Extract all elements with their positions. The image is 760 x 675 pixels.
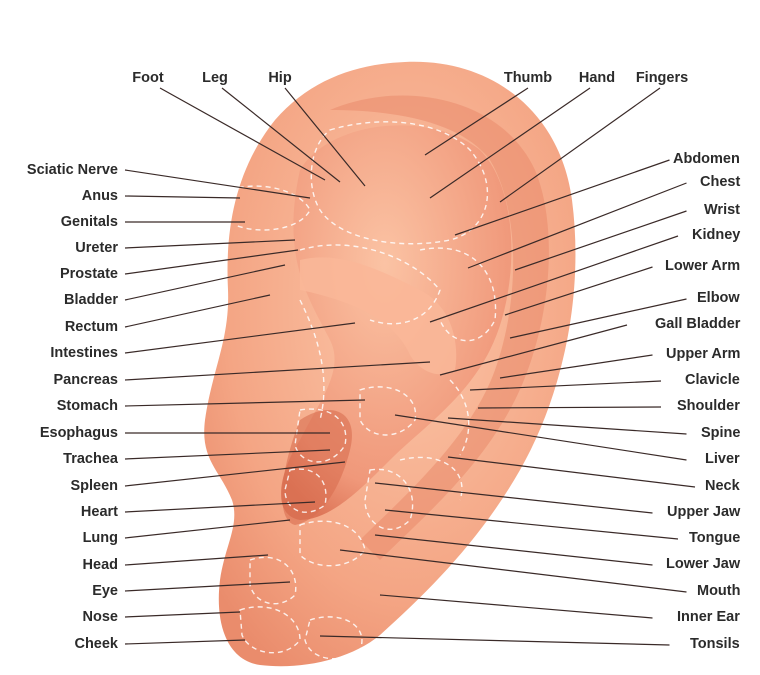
label-mouth: Mouth	[697, 583, 741, 599]
leader-line-abdomen	[454, 159, 670, 236]
label-abdomen: Abdomen	[673, 151, 740, 167]
label-thumb: Thumb	[503, 70, 553, 86]
label-leg: Leg	[202, 70, 228, 86]
label-genitals: Genitals	[60, 214, 118, 230]
label-pancreas: Pancreas	[53, 372, 119, 388]
leader-line-clavicle	[469, 380, 662, 391]
leader-line-lower-arm	[504, 266, 653, 316]
label-fingers: Fingers	[635, 70, 689, 86]
zone-outlines	[229, 121, 497, 660]
ear-canal-shadow	[282, 410, 352, 525]
label-kidney: Kidney	[692, 227, 741, 243]
leader-lines	[124, 87, 696, 646]
leader-line-hip	[284, 87, 366, 187]
label-upper-arm: Upper Arm	[666, 346, 741, 362]
leader-line-kidney	[429, 235, 679, 323]
label-esophagus: Esophagus	[39, 425, 118, 441]
label-wrist: Wrist	[704, 202, 740, 218]
leader-line-cheek	[124, 639, 246, 645]
label-eye: Eye	[92, 583, 118, 599]
label-lower-jaw: Lower Jaw	[666, 556, 741, 572]
leader-line-foot	[159, 87, 326, 181]
label-inner-ear: Inner Ear	[677, 609, 740, 625]
leader-line-bladder	[124, 264, 286, 301]
label-spine: Spine	[701, 425, 741, 441]
label-tonsils: Tonsils	[690, 636, 740, 652]
leader-line-thumb	[424, 87, 529, 156]
leader-line-tongue	[384, 509, 679, 540]
leader-line-wrist	[514, 210, 687, 271]
label-rectum: Rectum	[64, 319, 118, 335]
label-head: Head	[82, 557, 118, 573]
label-elbow: Elbow	[697, 290, 740, 306]
label-neck: Neck	[705, 478, 740, 494]
leader-line-ureter	[124, 239, 296, 249]
leader-line-chest	[467, 182, 687, 269]
label-spleen: Spleen	[70, 478, 118, 494]
leader-line-pancreas	[124, 361, 431, 381]
label-trachea: Trachea	[63, 451, 118, 467]
leader-line-stomach	[124, 399, 366, 407]
leader-line-liver	[394, 414, 687, 461]
label-anus: Anus	[81, 188, 118, 204]
leader-line-upper-arm	[499, 354, 653, 379]
label-shoulder: Shoulder	[677, 398, 740, 414]
leader-line-neck	[447, 456, 696, 488]
label-prostate: Prostate	[59, 266, 118, 282]
leader-line-hand	[429, 87, 591, 199]
label-upper-jaw: Upper Jaw	[667, 504, 741, 520]
leader-line-elbow	[509, 298, 687, 339]
leader-line-lung	[124, 519, 291, 539]
leader-line-eye	[124, 581, 291, 592]
label-sciatic-nerve: Sciatic Nerve	[26, 162, 118, 178]
label-cheek: Cheek	[74, 636, 118, 652]
label-stomach: Stomach	[56, 398, 118, 414]
label-intestines: Intestines	[50, 345, 118, 361]
leader-line-tonsils	[319, 635, 670, 646]
leader-line-lower-jaw	[374, 534, 653, 566]
leader-line-nose	[124, 611, 241, 618]
label-nose: Nose	[82, 609, 118, 625]
label-ureter: Ureter	[75, 240, 118, 256]
label-liver: Liver	[705, 451, 740, 467]
leader-line-spine	[447, 417, 687, 435]
label-lung: Lung	[82, 530, 118, 546]
label-hand: Hand	[578, 70, 616, 86]
label-heart: Heart	[80, 504, 118, 520]
ear-antihelix	[300, 257, 457, 375]
leader-line-intestines	[124, 322, 356, 354]
leader-line-sciatic-nerve	[124, 169, 311, 199]
leader-line-gall-bladder	[439, 324, 628, 376]
label-hip: Hip	[268, 70, 292, 86]
label-bladder: Bladder	[64, 292, 118, 308]
leader-line-fingers	[499, 87, 661, 203]
label-clavicle: Clavicle	[685, 372, 740, 388]
leader-line-upper-jaw	[374, 482, 653, 514]
leader-line-head	[124, 554, 269, 566]
ear-helix-inner	[330, 95, 549, 560]
label-chest: Chest	[700, 174, 741, 190]
leader-line-trachea	[124, 449, 331, 460]
leader-line-anus	[124, 195, 241, 199]
leader-line-spleen	[124, 461, 346, 487]
leader-line-shoulder	[477, 406, 662, 409]
leader-line-mouth	[339, 549, 687, 593]
leader-line-prostate	[124, 249, 299, 275]
label-tongue: Tongue	[689, 530, 741, 546]
leader-line-heart	[124, 501, 316, 513]
label-foot: Foot	[132, 70, 164, 86]
leader-line-inner-ear	[379, 594, 653, 619]
label-lower-arm: Lower Arm	[665, 258, 741, 274]
leader-line-rectum	[124, 294, 271, 328]
leader-line-leg	[221, 87, 341, 183]
label-gall-bladder: Gall Bladder	[655, 316, 741, 332]
